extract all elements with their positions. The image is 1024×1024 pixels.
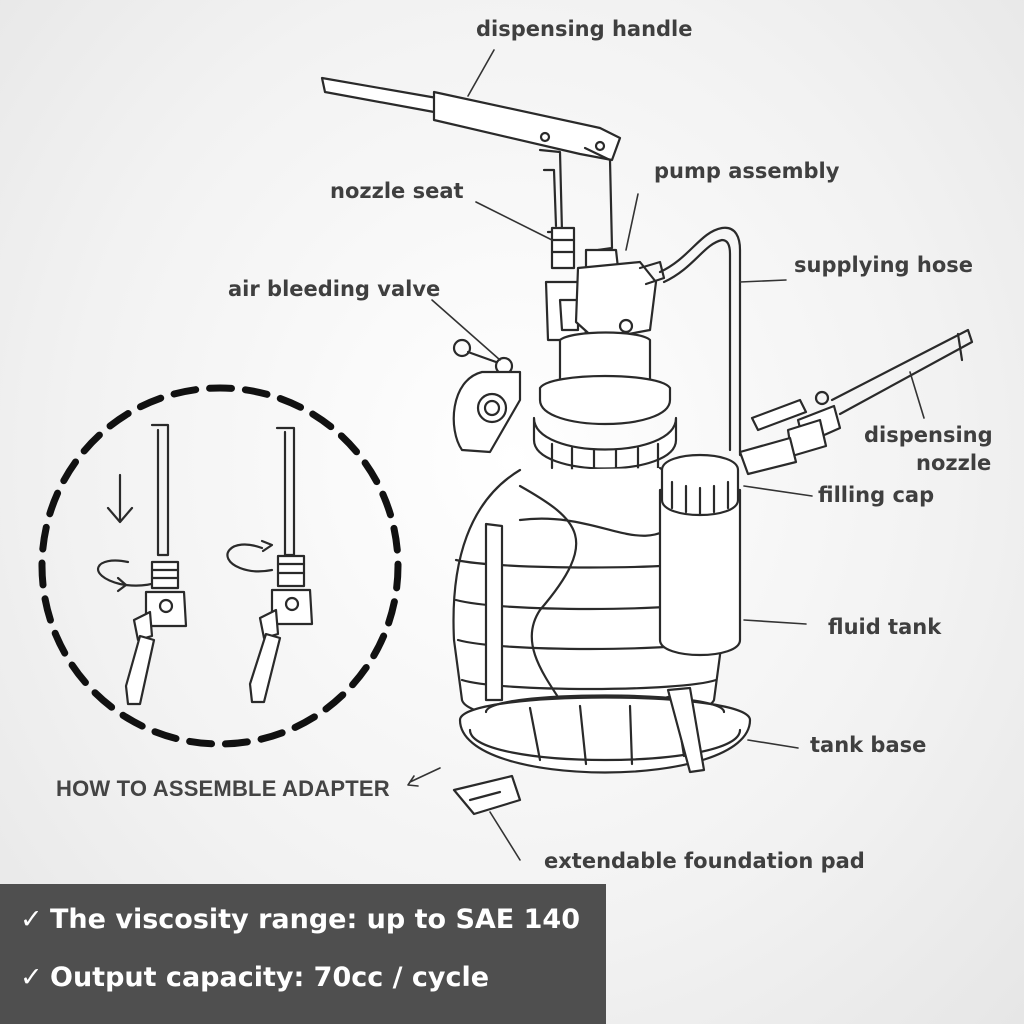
down-arrow-icon xyxy=(106,473,134,524)
label-dispensing-nozzle-line1: dispensing xyxy=(864,423,993,447)
collar xyxy=(532,416,678,470)
leader-lines xyxy=(407,49,925,861)
pump-assembly-shape xyxy=(574,248,666,342)
supplying-hose-shape xyxy=(658,226,760,464)
assembly-heading: HOW TO ASSEMBLE ADAPTER xyxy=(56,776,390,801)
adapter-right xyxy=(248,426,314,704)
label-supplying-hose: supplying hose xyxy=(794,253,974,277)
label-fluid-tank: fluid tank xyxy=(828,615,942,639)
label-pump-assembly: pump assembly xyxy=(654,159,840,183)
adapter-left xyxy=(124,423,188,706)
filling-cap-shape xyxy=(660,454,740,516)
air-bleeding-valve-shape xyxy=(452,338,522,454)
check-icon: ✓ xyxy=(20,962,43,993)
feature-viscosity: ✓The viscosity range: up to SAE 140 xyxy=(20,904,580,935)
label-extendable-foundation-pad: extendable foundation pad xyxy=(544,849,865,873)
features-banner: ✓The viscosity range: up to SAE 140 ✓Out… xyxy=(0,884,606,1024)
label-air-bleeding-valve: air bleeding valve xyxy=(228,277,441,301)
label-filling-cap: filling cap xyxy=(818,483,935,507)
feature-output: ✓Output capacity: 70cc / cycle xyxy=(20,962,489,993)
dispensing-handle-shape xyxy=(320,76,622,252)
check-icon: ✓ xyxy=(20,904,43,935)
feature-text: The viscosity range: up to SAE 140 xyxy=(50,904,581,935)
label-nozzle-seat: nozzle seat xyxy=(330,179,464,203)
rotate-arrow-icon xyxy=(226,543,274,573)
label-tank-base: tank base xyxy=(810,733,927,757)
label-dispensing-nozzle-line2: nozzle xyxy=(916,451,992,475)
feature-text: Output capacity: 70cc / cycle xyxy=(50,962,490,993)
dispensing-nozzle-shape xyxy=(738,328,974,476)
assembly-inset-circle xyxy=(38,384,402,748)
tank-base-shape xyxy=(458,696,752,774)
label-dispensing-handle: dispensing handle xyxy=(476,17,693,41)
